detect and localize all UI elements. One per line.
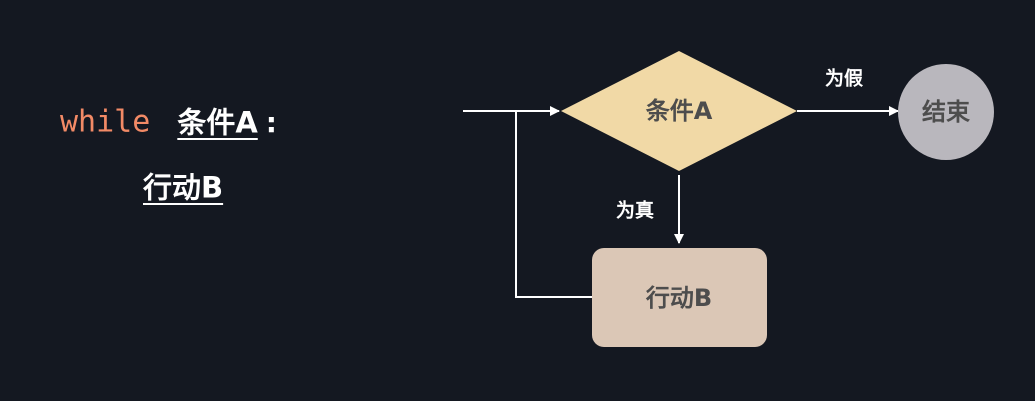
decision-diamond <box>561 51 797 171</box>
code-line-while: while 条件A: <box>60 98 277 146</box>
code-line-body: 行动B <box>143 163 223 211</box>
colon-text: : <box>265 105 277 139</box>
process-box <box>592 248 767 347</box>
loop-back-line <box>515 111 592 298</box>
condition-a-text: 条件A <box>177 105 258 140</box>
decision-label: 条件A <box>646 97 713 125</box>
true-label: 为真 <box>616 199 654 222</box>
action-b-text: 行动B <box>143 170 224 205</box>
while-keyword: while <box>60 104 151 140</box>
false-label: 为假 <box>825 67 863 90</box>
process-label: 行动B <box>645 284 712 312</box>
end-circle <box>898 64 994 160</box>
end-label: 结束 <box>922 98 971 126</box>
